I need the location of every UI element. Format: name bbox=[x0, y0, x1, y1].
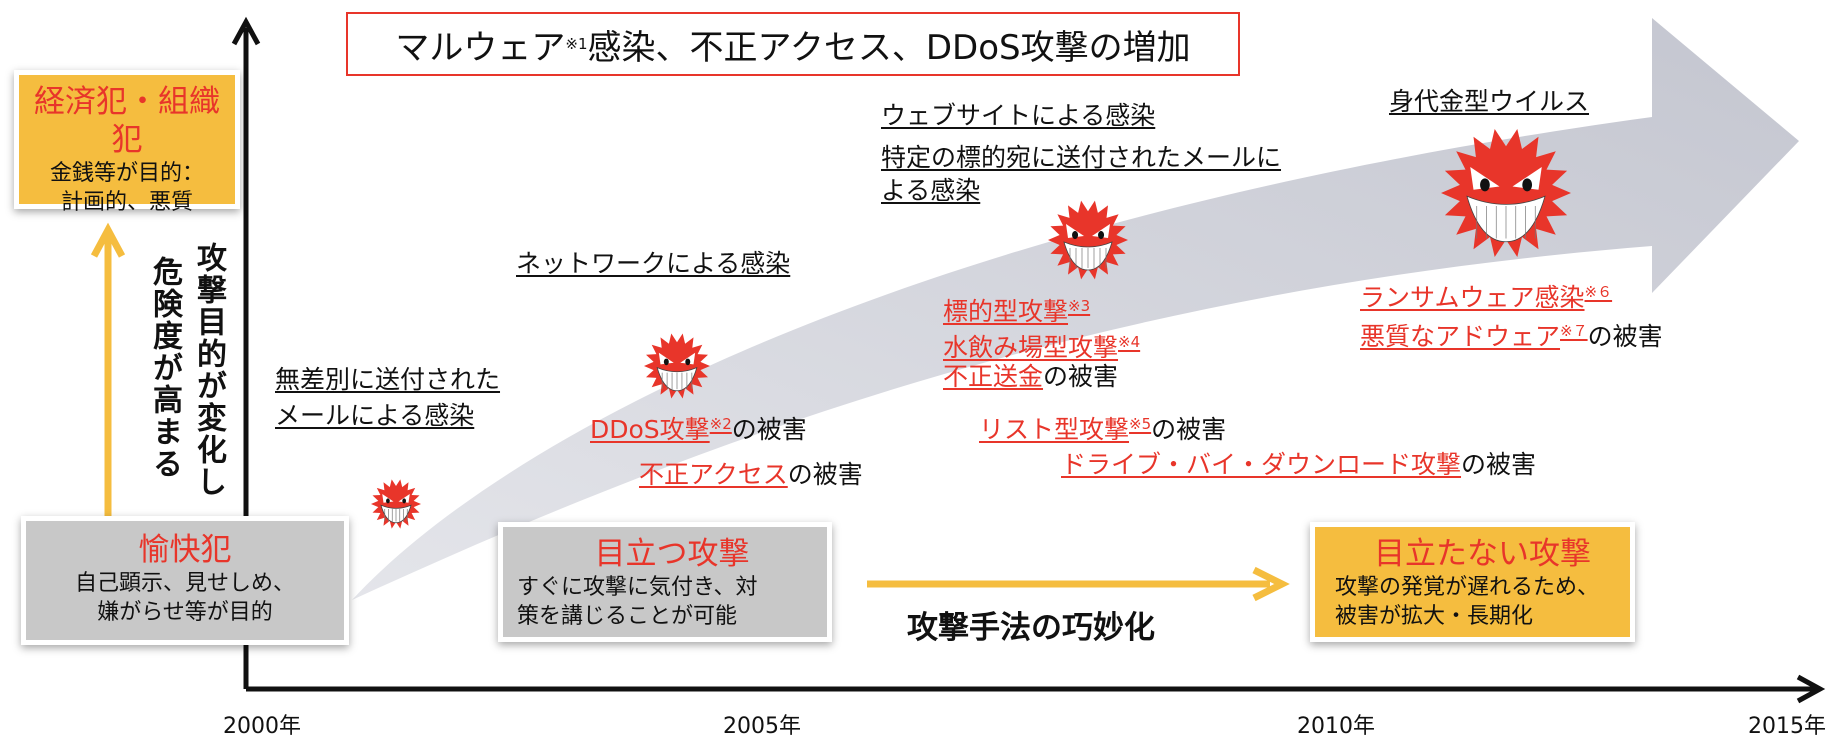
box-heading: 目立つ攻撃 bbox=[594, 536, 750, 572]
stealth-attack-box: 目立たない攻撃 攻撃の発覚が遅れるため、 被害が拡大・長期化 bbox=[1310, 522, 1635, 642]
infection-mail-line2: メールによる感染 bbox=[275, 401, 475, 430]
risk-arrowhead-icon bbox=[90, 222, 126, 258]
damage-term: DDoS攻撃 bbox=[590, 415, 710, 444]
box-text: 自己顕示、見せしめ、 bbox=[74, 571, 295, 596]
vertical-label-risk: 危険度が高まる bbox=[147, 256, 182, 480]
damage-drive-by: ドライブ・バイ・ダウンロード攻撃の被害 bbox=[1061, 449, 1536, 481]
damage-term: 不正送金 bbox=[943, 362, 1044, 391]
damage-adware: 悪質なアドウェア※７の被害 bbox=[1360, 315, 1663, 353]
virus-icon bbox=[371, 479, 421, 529]
noticeable-attack-box: 目立つ攻撃 すぐに攻撃に気付き、対 策を講じることが可能 bbox=[498, 522, 832, 642]
damage-term: 水飲み場型攻撃 bbox=[943, 333, 1119, 362]
damage-term: 標的型攻撃 bbox=[943, 297, 1069, 326]
growth-arrow bbox=[352, 18, 1799, 600]
sophistication-arrowhead-icon bbox=[1252, 566, 1290, 602]
damage-term: 不正アクセス bbox=[639, 460, 788, 489]
title-text: マルウェア bbox=[395, 27, 566, 68]
vertical-label-purpose: 攻撃目的が変化し bbox=[191, 242, 226, 498]
box-heading: 愉快犯 bbox=[138, 532, 232, 568]
virus-icon bbox=[644, 333, 710, 399]
footnote: ※2 bbox=[709, 415, 732, 433]
x-axis-arrowhead-icon bbox=[1796, 674, 1826, 704]
box-text: 嫌がらせ等が目的 bbox=[97, 600, 273, 625]
year-2010: 2010年 bbox=[1297, 714, 1375, 739]
economic-crime-box: 経済犯・組織犯 金銭等が目的： 計画的、悪質 bbox=[14, 70, 240, 215]
infection-targeted-line2: よる感染 bbox=[881, 176, 981, 205]
infection-ransom: 身代金型ウイルス bbox=[1389, 87, 1590, 116]
infection-website: ウェブサイトによる感染 bbox=[881, 101, 1156, 130]
damage-suffix: の被害 bbox=[787, 460, 863, 489]
footnote: ※７ bbox=[1560, 322, 1588, 340]
damage-ddos: DDoS攻撃※2の被害 bbox=[590, 408, 807, 446]
footnote: ※4 bbox=[1118, 333, 1141, 351]
damage-term: 悪質なアドウェア bbox=[1360, 322, 1561, 351]
pleasure-crime-box: 愉快犯 自己顕示、見せしめ、 嫌がらせ等が目的 bbox=[21, 516, 349, 645]
damage-suffix: の被害 bbox=[1043, 362, 1119, 391]
title-footnote: ※1 bbox=[565, 35, 588, 53]
damage-term: ランサムウェア感染 bbox=[1360, 283, 1585, 312]
infection-targeted-line1: 特定の標的宛に送付されたメールに bbox=[881, 143, 1282, 172]
infection-mail-line1: 無差別に送付された bbox=[275, 365, 501, 394]
footnote: ※3 bbox=[1068, 297, 1091, 315]
footnote: ※６ bbox=[1584, 283, 1613, 301]
damage-watering-hole: 水飲み場型攻撃※4 bbox=[943, 326, 1140, 364]
damage-term: ドライブ・バイ・ダウンロード攻撃 bbox=[1061, 450, 1462, 479]
damage-suffix: の被害 bbox=[1151, 415, 1227, 444]
box-text: すぐに攻撃に気付き、対 bbox=[517, 575, 758, 600]
damage-suffix: の被害 bbox=[731, 415, 807, 444]
year-2005: 2005年 bbox=[723, 714, 801, 739]
virus-icon bbox=[1441, 129, 1571, 257]
box-text: 策を講じることが可能 bbox=[517, 604, 738, 629]
box-heading: 目立たない攻撃 bbox=[1374, 536, 1591, 572]
box-text: 金銭等が目的： bbox=[49, 161, 204, 186]
y-axis-arrowhead-icon bbox=[231, 16, 261, 46]
x-axis-label: 攻撃手法の巧妙化 bbox=[907, 610, 1155, 646]
damage-list-attack: リスト型攻撃※5の被害 bbox=[979, 408, 1226, 446]
footnote: ※5 bbox=[1129, 415, 1152, 433]
box-text: 攻撃の発覚が遅れるため、 bbox=[1335, 575, 1600, 600]
damage-fraud-transfer: 不正送金の被害 bbox=[943, 361, 1118, 393]
virus-icon bbox=[1048, 200, 1128, 280]
damage-suffix: の被害 bbox=[1461, 450, 1537, 479]
damage-ransomware: ランサムウェア感染※６ bbox=[1360, 276, 1612, 314]
damage-targeted-attack: 標的型攻撃※3 bbox=[943, 290, 1090, 328]
infection-network: ネットワークによる感染 bbox=[516, 249, 791, 278]
year-2015: 2015年 bbox=[1748, 714, 1826, 739]
damage-term: リスト型攻撃 bbox=[979, 415, 1130, 444]
box-text: 計画的、悪質 bbox=[60, 190, 193, 215]
damage-unauthorized-access: 不正アクセスの被害 bbox=[639, 459, 863, 491]
year-2000: 2000年 bbox=[223, 714, 301, 739]
title-text-rest: 感染、不正アクセス、DDoS攻撃の増加 bbox=[587, 27, 1191, 68]
box-heading: 経済犯・組織犯 bbox=[34, 84, 220, 158]
damage-suffix: の被害 bbox=[1587, 322, 1663, 351]
box-text: 被害が拡大・長期化 bbox=[1335, 604, 1534, 629]
